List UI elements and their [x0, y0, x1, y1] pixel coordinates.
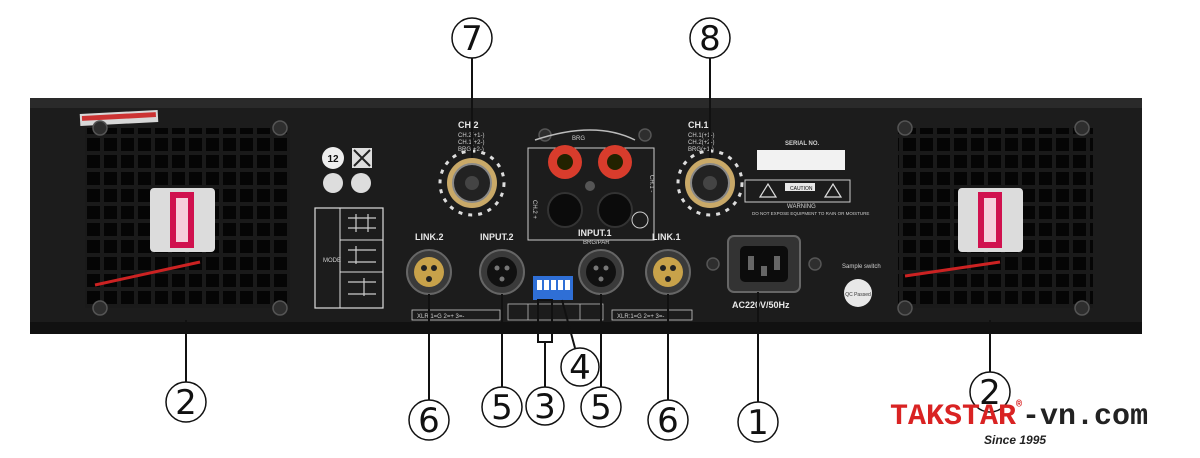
hand-icon	[351, 173, 371, 193]
brand-reg-mark: ®	[1016, 400, 1023, 411]
link2-label: LINK.2	[415, 232, 444, 242]
left-fan-grille	[79, 109, 290, 308]
callout-label: 6	[657, 401, 679, 441]
sample-switch-label: Sample switch	[842, 264, 881, 270]
brg-label: BRG	[572, 136, 585, 142]
brand-name-part2: -vn.com	[1022, 400, 1149, 434]
callout-label: 4	[569, 348, 591, 388]
certification-badges: 12	[322, 147, 372, 193]
brand-name-part1: TAKSTAR	[890, 400, 1017, 434]
callout-label: 3	[534, 387, 556, 427]
xlr-note-left: XLR:1=G 2=+ 3=-	[417, 314, 464, 320]
callout-label: 2	[175, 383, 197, 423]
xlr-input1[interactable]: INPUT.1 BRG/PAR	[578, 228, 624, 295]
recycle-12-icon	[322, 147, 344, 169]
speakon-output-ch1[interactable]: CH.1 CH.1(+1-) CH.2(+2-) BRG(+1-)	[676, 120, 744, 217]
callout-label: 7	[461, 19, 483, 59]
ch1-label: CH.1	[688, 120, 709, 130]
callout-link1: 6	[647, 399, 689, 441]
callout-label: 2	[979, 373, 1001, 413]
ch-side-plus: CH.2 +	[531, 200, 537, 219]
warning-sub: DO NOT EXPOSE EQUIPMENT TO RAIN OR MOIST…	[752, 211, 869, 216]
mode-switch-table: MODE	[314, 207, 384, 309]
callout-mode-switch: 4	[560, 347, 600, 388]
callout-input1: 5	[580, 386, 622, 428]
power-label: AC220V/50Hz	[732, 300, 790, 310]
input2-label: INPUT.2	[480, 232, 514, 242]
callout-label: 5	[491, 388, 513, 428]
amplifier-chassis	[30, 98, 1142, 334]
badge-number: 12	[327, 154, 339, 165]
chassis-screws	[92, 120, 1090, 316]
link1-label: LINK.1	[652, 232, 681, 242]
callout-power-inlet: 1	[737, 401, 779, 443]
xlr-note-right: XLR:1=G 2=+ 3=-	[617, 314, 664, 320]
xlr-link1[interactable]: LINK.1	[645, 232, 691, 295]
dip-switch[interactable]	[507, 276, 604, 321]
callout-input2: 5	[481, 386, 523, 428]
ch2-label: CH.2	[458, 120, 479, 130]
right-fan-grille	[898, 128, 1093, 308]
callout-dip-switch: 3	[525, 386, 565, 427]
sticker-text: QC Passed	[845, 292, 871, 298]
callout-label: 1	[747, 403, 769, 443]
callout-speakon-ch1: 8	[689, 17, 731, 59]
mountain-icon	[323, 173, 343, 193]
caution-label: CAUTION	[790, 186, 813, 192]
callout-fan-left: 2	[165, 381, 207, 423]
callout-speakon-ch2: 7	[451, 17, 493, 59]
power-inlet[interactable]: AC220V/50Hz	[706, 235, 822, 310]
serial-label: SERIAL NO.	[785, 141, 820, 147]
brand-logo: TAKSTAR®-vn.com	[890, 400, 1148, 434]
ch1-pin-2: CH.2(+2-)	[688, 140, 715, 146]
callout-link2: 6	[408, 399, 450, 441]
qc-sticker: Sample switch QC Passed	[842, 264, 881, 307]
input1-label: INPUT.1	[578, 228, 612, 238]
callout-fan-right: 2	[969, 371, 1011, 413]
xlr-link2[interactable]: LINK.2	[406, 232, 452, 295]
callout-label: 6	[418, 401, 440, 441]
callout-label: 8	[699, 19, 721, 59]
input1-sub: BRG/PAR	[583, 240, 610, 246]
serial-warning-block: SERIAL NO. CAUTION WARNING DO NOT EXPOSE…	[744, 141, 869, 216]
ch1-pin-1: CH.1(+1-)	[688, 133, 715, 139]
warning-label: WARNING	[787, 204, 816, 210]
mode-label: MODE	[323, 258, 341, 264]
binding-posts[interactable]: BRG CH.2 + CH.1 -	[527, 129, 655, 241]
brand-since: Since 1995	[984, 433, 1047, 447]
ch-side-minus: CH.1 -	[648, 175, 654, 192]
ch1-pin-3: BRG(+1-)	[688, 147, 714, 153]
ch2-pin-3: BRG(+2-)	[458, 147, 484, 153]
callout-label: 5	[590, 388, 612, 428]
